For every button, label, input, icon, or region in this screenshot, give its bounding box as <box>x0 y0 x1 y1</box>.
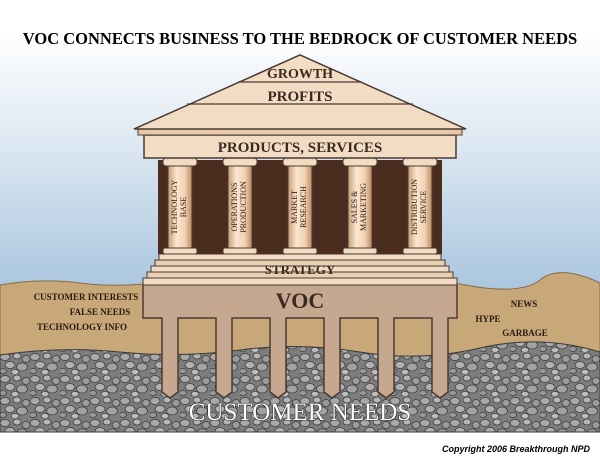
pillar-base <box>342 247 378 255</box>
pillar-4: SALES &MARKETING <box>342 157 378 255</box>
right-label-hype: HYPE <box>475 314 500 324</box>
left-label-technology-info: TECHNOLOGY INFO <box>37 322 127 332</box>
pillar-shaft <box>287 165 313 249</box>
pillar-capital <box>162 157 198 167</box>
customer-needs-label: CUSTOMER NEEDS <box>189 399 412 426</box>
pediment <box>133 54 467 130</box>
pillar-shaft <box>347 165 373 249</box>
pillar-label-line2: RESEARCH <box>299 186 308 228</box>
pillar-label-line1: MARKET <box>290 190 299 224</box>
pediment-middle-label: PROFITS <box>267 89 332 105</box>
pillar-label-line2: PRODUCTION <box>239 181 248 233</box>
pillar-base <box>162 247 198 255</box>
pillar-capital <box>282 157 318 167</box>
voc-foundation <box>142 283 458 399</box>
pediment-top-label: GROWTH <box>267 67 333 82</box>
voc-label: VOC <box>276 288 324 313</box>
pillar-base <box>222 247 258 255</box>
strategy-label: STRATEGY <box>265 262 336 277</box>
pillar-capital <box>342 157 378 167</box>
left-label-false-needs: FALSE NEEDS <box>70 307 131 317</box>
pillar-base <box>282 247 318 255</box>
right-label-garbage: GARBAGE <box>502 328 548 338</box>
pillar-label-line1: DISTRIBUTION <box>410 179 419 235</box>
temple-steps <box>142 253 458 286</box>
diagram-title: VOC CONNECTS BUSINESS TO THE BEDROCK OF … <box>23 29 577 48</box>
cornice <box>137 128 463 136</box>
pillar-shaft <box>407 165 433 249</box>
pillar-label-line2: BASE <box>179 197 188 218</box>
pillar-label-line1: OPERATIONS <box>230 183 239 232</box>
pillar-capital <box>402 157 438 167</box>
pillar-shaft <box>227 165 253 249</box>
left-label-customer-interests: CUSTOMER INTERESTS <box>34 292 139 302</box>
right-label-news: NEWS <box>511 299 538 309</box>
pillar-label-line2: SERVICE <box>419 191 428 224</box>
pillar-label-line1: SALES & <box>350 190 359 223</box>
pillar-label-line1: TECHNOLOGY <box>170 179 179 234</box>
copyright-notice: Copyright 2006 Breakthrough NPD <box>442 444 591 454</box>
pillar-capital <box>222 157 258 167</box>
pillar-shaft <box>167 165 193 249</box>
pillar-base <box>402 247 438 255</box>
pillar-label-line2: MARKETING <box>359 183 368 231</box>
entablature-label: PRODUCTS, SERVICES <box>218 140 383 156</box>
